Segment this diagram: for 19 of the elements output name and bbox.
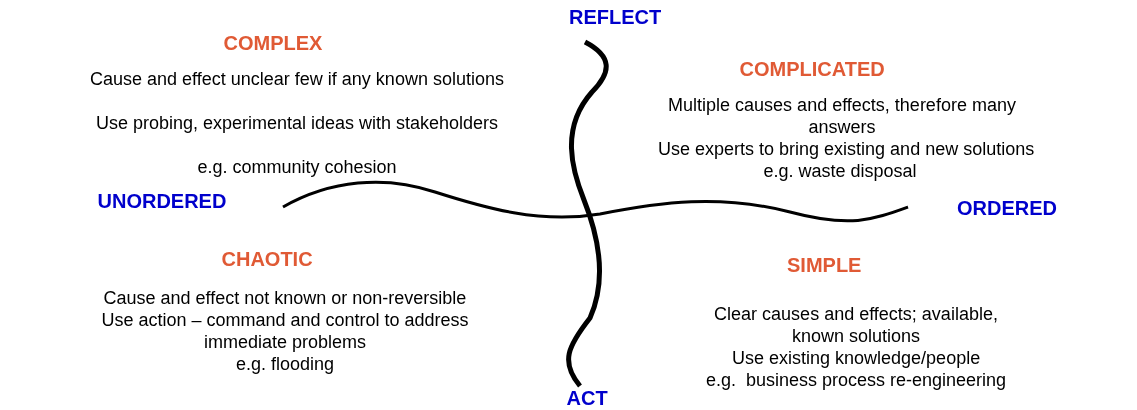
- domain-heading: COMPLICATED: [739, 58, 885, 80]
- description-text: Cause and effect unclear few if any known solutions: [89, 68, 505, 90]
- description-text: e.g. business process re-engineering: [704, 369, 1008, 391]
- domain-heading: CHAOTIC: [221, 248, 313, 270]
- axis-label: ACT: [566, 387, 608, 409]
- description-text: Use experts to bring existing and new solutions: [658, 138, 1035, 160]
- domain-heading: COMPLEX: [223, 32, 323, 54]
- description-text: Clear causes and effects; available, known solutions: [713, 303, 999, 347]
- description-text: e.g. flooding: [236, 353, 335, 375]
- axis-label: REFLECT: [569, 6, 662, 28]
- domain-heading: SIMPLE: [787, 254, 862, 276]
- description-text: Use existing knowledge/people: [732, 347, 981, 369]
- description-text: e.g. community cohesion: [197, 156, 397, 178]
- description-text: Cause and effect not known or non-reversible: [103, 287, 467, 309]
- description-text: Use probing, experimental ideas with stakeholders: [94, 112, 500, 134]
- axis-label: UNORDERED: [97, 190, 227, 212]
- description-text: Multiple causes and effects, therefore many answers: [667, 94, 1017, 138]
- description-text: e.g. waste disposal: [763, 160, 917, 182]
- axis-label: ORDERED: [957, 197, 1057, 219]
